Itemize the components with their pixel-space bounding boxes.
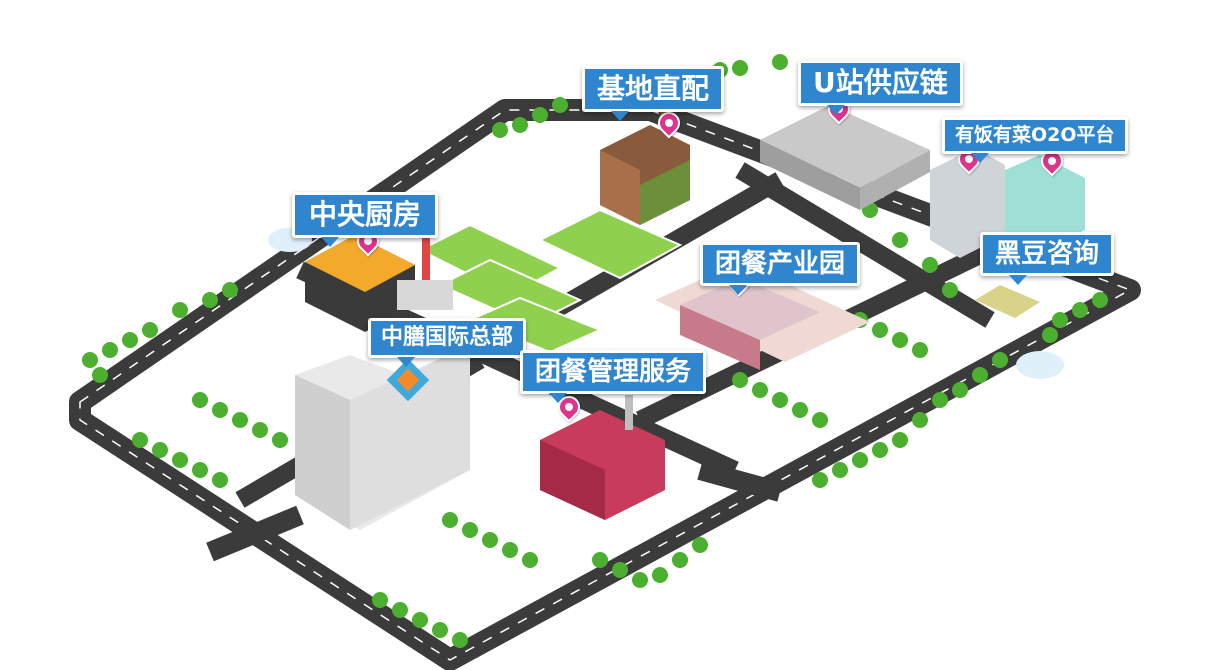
farm-fields (417, 208, 683, 354)
tree (632, 572, 648, 588)
tree (872, 322, 888, 338)
label-service[interactable]: 团餐管理服务 (520, 350, 707, 403)
tree (532, 107, 548, 123)
tree (212, 402, 228, 418)
tree (752, 382, 768, 398)
trees (82, 54, 1108, 648)
tree (1092, 292, 1108, 308)
tree (392, 602, 408, 618)
cloud-right (1016, 351, 1064, 379)
tree (1052, 312, 1068, 328)
tree (232, 412, 248, 428)
tree (1042, 327, 1058, 343)
tree (952, 382, 968, 398)
tree (222, 282, 238, 298)
tree (692, 537, 708, 553)
tree (172, 452, 188, 468)
heidou-farm (975, 285, 1040, 318)
tree (192, 462, 208, 478)
tree (732, 60, 748, 76)
tree (592, 552, 608, 568)
hq-building (295, 345, 470, 530)
tree (732, 372, 748, 388)
tree (482, 532, 498, 548)
tree (252, 422, 268, 438)
youfan-tower (930, 148, 1085, 258)
label-ustation[interactable]: U站供应链 (798, 60, 963, 115)
tree (372, 592, 388, 608)
label-youfan[interactable]: 有饭有菜O2O平台 (942, 117, 1128, 163)
tree (672, 552, 688, 568)
outer-road-line (79, 109, 1132, 661)
label-park[interactable]: 团餐产业园 (700, 242, 861, 295)
tree (892, 432, 908, 448)
tree (612, 562, 628, 578)
tree (492, 122, 508, 138)
tree (832, 462, 848, 478)
tree (812, 412, 828, 428)
tree (432, 622, 448, 638)
tree (512, 117, 528, 133)
tree (942, 282, 958, 298)
tree (452, 632, 468, 648)
tree (202, 292, 218, 308)
tree (792, 402, 808, 418)
label-heidou[interactable]: 黑豆咨询 (980, 232, 1115, 285)
tree (852, 452, 868, 468)
tree (442, 512, 458, 528)
service-factory (540, 395, 665, 520)
tree (892, 332, 908, 348)
tree (922, 257, 938, 273)
label-kitchen[interactable]: 中央厨房 (292, 192, 439, 247)
tree (652, 567, 668, 583)
tree (912, 342, 928, 358)
tree (92, 367, 108, 383)
logo-block (386, 358, 430, 402)
central-kitchen (305, 230, 453, 332)
tree (552, 97, 568, 113)
tree (992, 352, 1008, 368)
tree (102, 342, 118, 358)
tree (172, 302, 188, 318)
tree (1072, 302, 1088, 318)
exit-road (697, 460, 783, 502)
tree (912, 412, 928, 428)
tree (772, 392, 788, 408)
tree (132, 432, 148, 448)
tree (82, 352, 98, 368)
label-base[interactable]: 基地直配 (582, 66, 725, 121)
tree (192, 392, 208, 408)
tree (122, 332, 138, 348)
tree (142, 322, 158, 338)
label-hq[interactable]: 中膳国际总部 (368, 318, 527, 367)
tree (812, 472, 828, 488)
tree (412, 612, 428, 628)
entry-road (206, 505, 304, 562)
tree (522, 552, 538, 568)
tree (212, 472, 228, 488)
tree (462, 522, 478, 538)
ustation-warehouse (760, 105, 930, 210)
tree (502, 542, 518, 558)
tree (892, 232, 908, 248)
field-3 (537, 208, 683, 280)
tree (152, 442, 168, 458)
tree (772, 54, 788, 70)
tree (972, 367, 988, 383)
park-complex (655, 262, 870, 370)
tree (932, 392, 948, 408)
tree (872, 442, 888, 458)
tree (272, 432, 288, 448)
